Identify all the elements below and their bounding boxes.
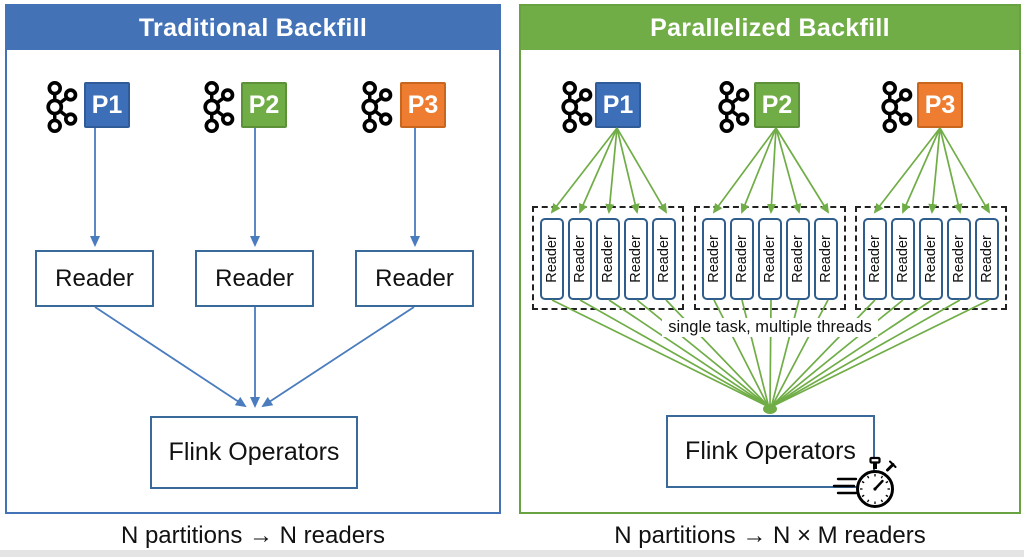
reader-pill: Reader <box>975 218 999 300</box>
screenshot-edge-artifact <box>0 550 1024 557</box>
flink-operators-box: Flink Operators <box>666 415 875 488</box>
kafka-icon <box>560 80 593 134</box>
reader-pill: Reader <box>891 218 915 300</box>
reader-pill: Reader <box>947 218 971 300</box>
reader-pill: Reader <box>730 218 754 300</box>
speed-lines-icon <box>832 477 858 495</box>
panel-traditional-backfill: Traditional Backfill P1 P2 P3 Reader Rea… <box>5 4 501 514</box>
reader-pill: Reader <box>814 218 838 300</box>
panel-title: Traditional Backfill <box>7 6 499 50</box>
reader-box: Reader <box>355 250 474 307</box>
kafka-icon <box>717 80 750 134</box>
partition-box-p1: P1 <box>84 82 130 128</box>
partition-box-p3: P3 <box>400 82 446 128</box>
partition-box-p1: P1 <box>595 82 641 128</box>
reader-pill: Reader <box>624 218 648 300</box>
reader-pill: Reader <box>863 218 887 300</box>
kafka-icon <box>45 80 78 134</box>
partition-box-p3: P3 <box>917 82 963 128</box>
note-single-task: single task, multiple threads <box>662 318 878 337</box>
reader-box: Reader <box>35 250 154 307</box>
reader-pill: Reader <box>786 218 810 300</box>
partition-box-p2: P2 <box>754 82 800 128</box>
panel-title: Parallelized Backfill <box>521 6 1019 50</box>
reader-pill: Reader <box>540 218 564 300</box>
reader-thread-group: Reader Reader Reader Reader Reader <box>855 206 1007 310</box>
reader-thread-group: Reader Reader Reader Reader Reader <box>694 206 846 310</box>
reader-pill: Reader <box>758 218 782 300</box>
caption-traditional: N partitions → N readers <box>120 522 386 549</box>
flink-operators-box: Flink Operators <box>150 416 358 489</box>
stopwatch-icon <box>832 456 897 508</box>
reader-pill: Reader <box>702 218 726 300</box>
kafka-icon <box>360 80 393 134</box>
caption-parallelized: N partitions → N × M readers <box>614 522 926 549</box>
reader-box: Reader <box>195 250 314 307</box>
partition-box-p2: P2 <box>241 82 287 128</box>
reader-thread-group: Reader Reader Reader Reader Reader <box>532 206 684 310</box>
reader-pill: Reader <box>919 218 943 300</box>
reader-pill: Reader <box>652 218 676 300</box>
kafka-icon <box>880 80 913 134</box>
reader-pill: Reader <box>596 218 620 300</box>
kafka-icon <box>202 80 235 134</box>
panel-parallelized-backfill: Parallelized Backfill P1 P2 P3 Reader Re… <box>519 4 1021 514</box>
reader-pill: Reader <box>568 218 592 300</box>
